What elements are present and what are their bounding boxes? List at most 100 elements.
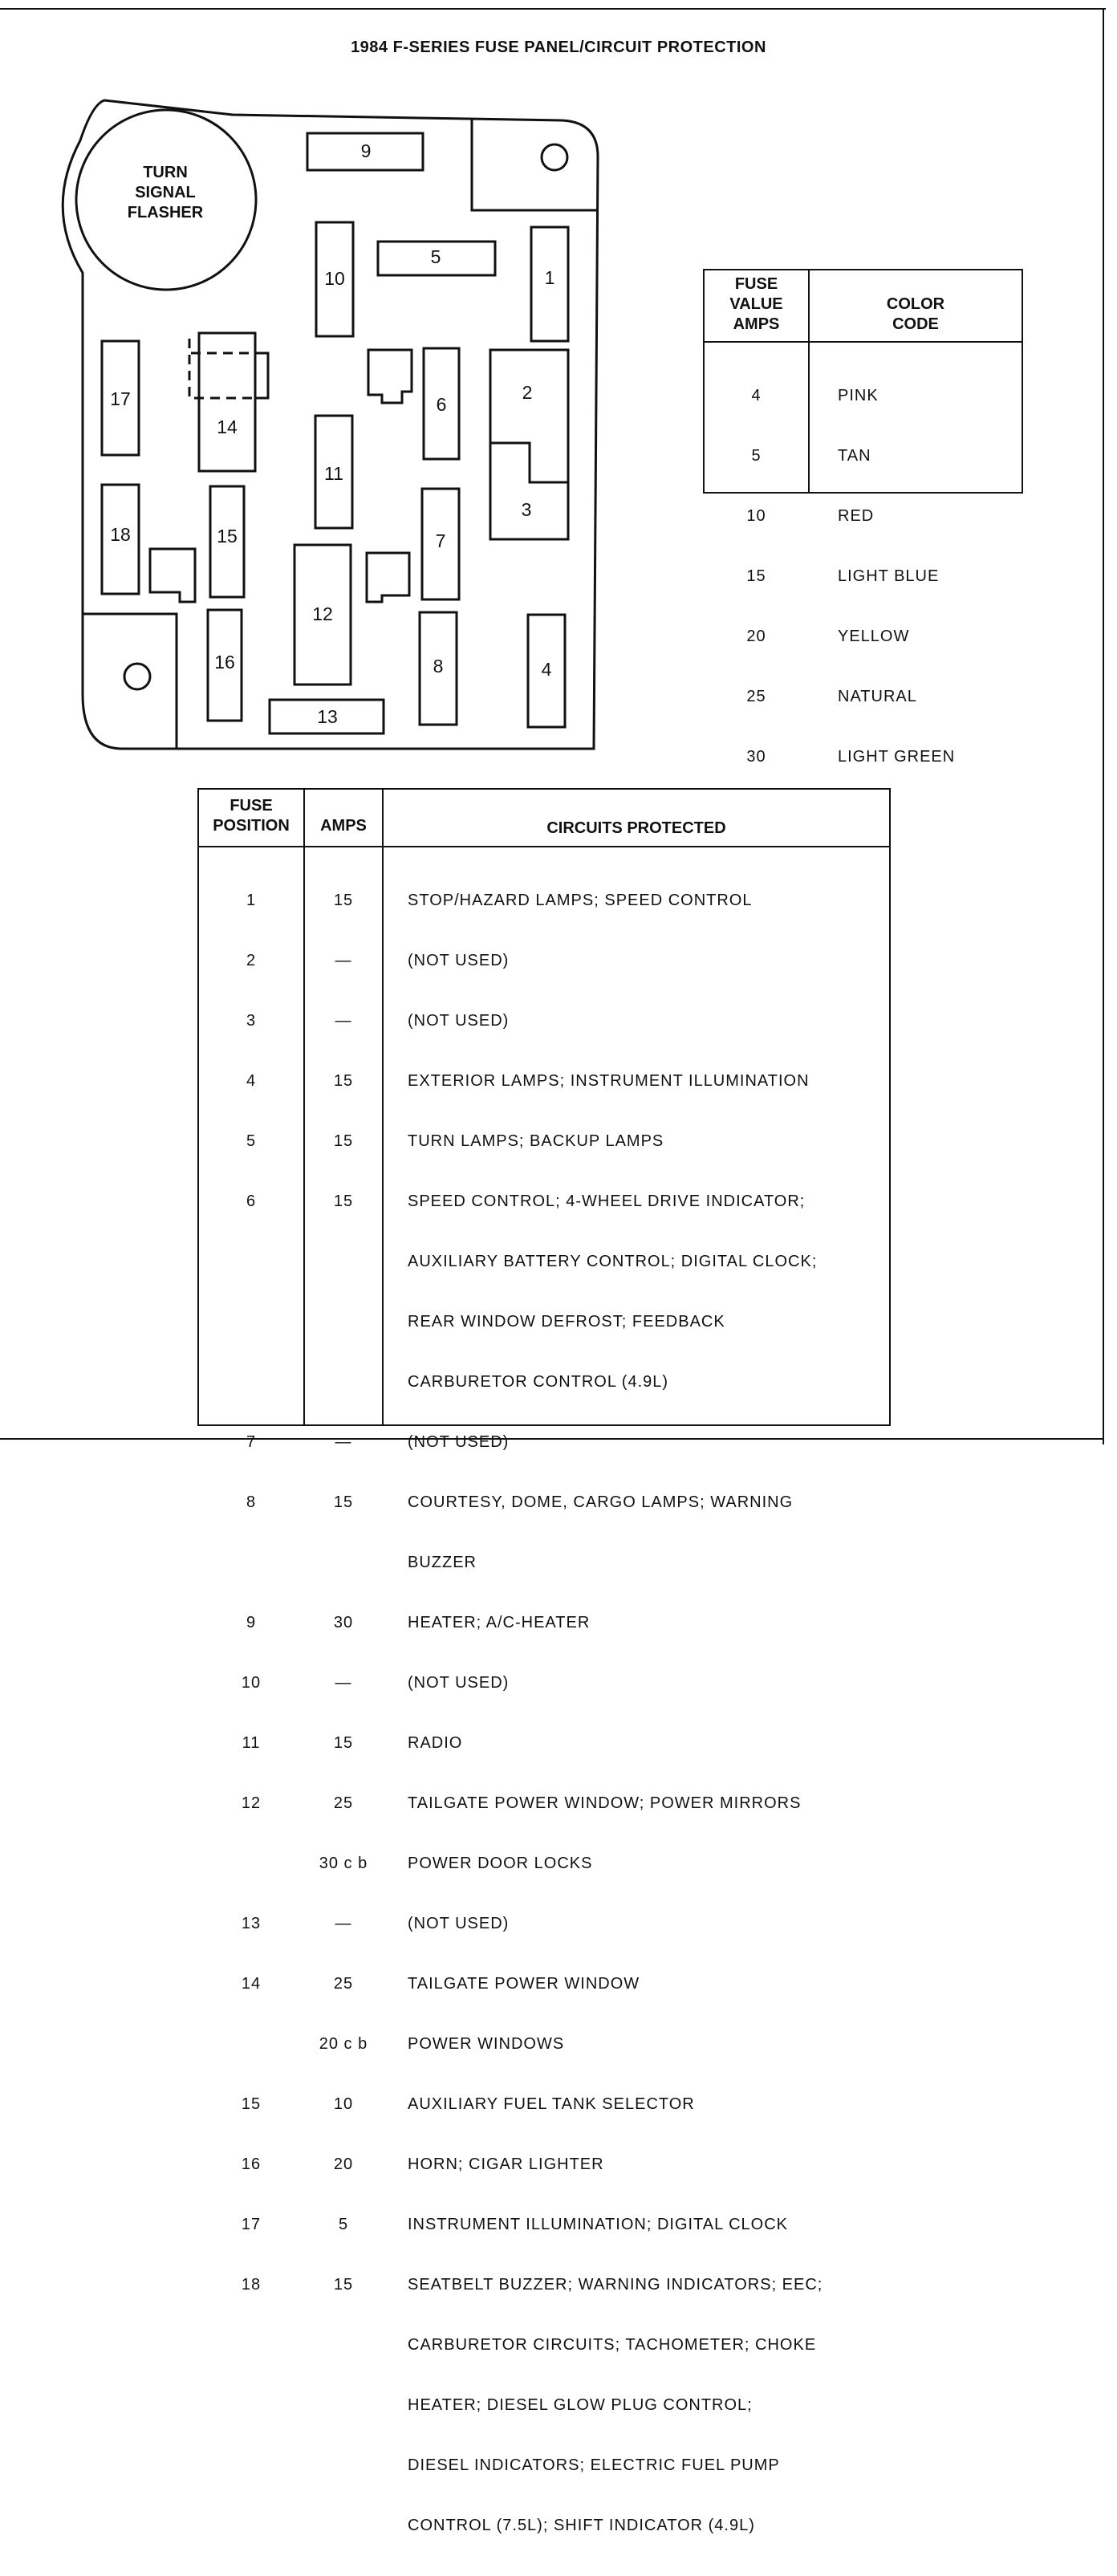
table-row: 30 (746, 748, 766, 766)
table-row: 10 (333, 2095, 354, 2113)
table-row: (NOT USED) (408, 952, 510, 969)
table-row: 15 (746, 567, 766, 585)
table-row: 15 (241, 2095, 262, 2113)
top-border-rule (0, 8, 1106, 10)
table-row: 30 c b (319, 1855, 368, 1872)
table-row: ​ (305, 2395, 382, 2416)
table-row: 20 (333, 2155, 354, 2173)
right-border-rule (1103, 8, 1104, 1444)
table-row: ​ (199, 2335, 303, 2355)
table-row: SPEED CONTROL; 4-WHEEL DRIVE INDICATOR; (408, 1193, 806, 1210)
table-row: EXTERIOR LAMPS; INSTRUMENT ILLUMINATION (408, 1072, 810, 1090)
table-row: INSTRUMENT ILLUMINATION; DIGITAL CLOCK (408, 2216, 788, 2233)
table-row: BUZZER (408, 1554, 477, 1571)
table-row: PINK (838, 387, 879, 404)
fuse-8-outline (418, 611, 458, 726)
table-row: LIGHT GREEN (838, 748, 956, 766)
table-row: AUXILIARY FUEL TANK SELECTOR (408, 2095, 695, 2113)
color-table-header-divider (705, 341, 1022, 343)
table-row: 15 (333, 1193, 354, 1210)
table-row: ​ (305, 1252, 382, 1272)
fuse-18-outline (100, 483, 140, 595)
table-row: 15 (333, 1493, 354, 1511)
table-row: ​ (305, 1553, 382, 1573)
fuse-color-code-table: FUSE VALUE AMPS COLOR CODE 4 5 10 15 20 … (703, 269, 1023, 766)
table-row: 15 (333, 2276, 354, 2294)
table-row: 12 (241, 1794, 262, 1812)
table-row: COURTESY, DOME, CARGO LAMPS; WARNING (408, 1493, 794, 1511)
table-row: ​ (199, 2516, 303, 2536)
table-row: 8 (246, 1493, 257, 1511)
table-row: HORN; CIGAR LIGHTER (408, 2155, 604, 2173)
table-row: 25 (333, 1794, 354, 1812)
fuse-14-outline (197, 331, 257, 473)
table-row: (NOT USED) (408, 1674, 510, 1692)
table-row: RADIO (408, 1734, 463, 1752)
fuse-label-18: 18 (110, 524, 131, 545)
circuit-table-header-divider (199, 846, 889, 847)
circuits-protected-column: STOP/HAZARD LAMPS; SPEED CONTROL (NOT US… (408, 851, 886, 2576)
fuse-label-16: 16 (214, 652, 235, 672)
table-row: TURN LAMPS; BACKUP LAMPS (408, 1132, 664, 1150)
relay-socket-right (365, 551, 411, 603)
table-row: 10 (746, 507, 766, 525)
circuits-protected-header: CIRCUITS PROTECTED (546, 819, 726, 837)
fuse-panel-diagram: TURN SIGNAL FLASHER 1 2 3 4 5 6 7 8 9 10… (61, 99, 599, 750)
table-row: 5 (246, 1132, 257, 1150)
table-row: ​ (199, 1372, 303, 1392)
fuse-label-9: 9 (361, 140, 372, 161)
fuse-label-2: 2 (522, 382, 533, 403)
table-row: POWER WINDOWS (408, 2035, 565, 2053)
relay-socket-left (148, 547, 197, 603)
table-row: (NOT USED) (408, 1012, 510, 1030)
table-row: LIGHT BLUE (838, 567, 940, 585)
table-row: 5 (751, 447, 762, 465)
fuse-label-8: 8 (433, 656, 444, 677)
fuse-5-outline (376, 240, 497, 277)
table-row: RED (838, 507, 875, 525)
fuse-label-15: 15 (217, 526, 238, 546)
fuse-label-3: 3 (522, 499, 532, 520)
table-row: TAN (838, 447, 871, 465)
table-row: ​ (305, 2516, 382, 2536)
table-row: SEATBELT BUZZER; WARNING INDICATORS; EEC… (408, 2276, 823, 2294)
table-row: CARBURETOR CIRCUITS; TACHOMETER; CHOKE (408, 2336, 817, 2354)
fuse-12-outline (293, 543, 352, 686)
fuse-13-outline (268, 698, 385, 735)
fuse-10-outline (315, 221, 355, 338)
table-row: 17 (241, 2216, 262, 2233)
color-table-amps-column: 4 5 10 15 20 25 30 (705, 346, 808, 807)
table-row: 14 (241, 1975, 262, 1993)
table-row: 3 (246, 1012, 257, 1030)
fuse-7-outline (420, 487, 461, 601)
table-row: 25 (333, 1975, 354, 1993)
table-row: HEATER; A/C-HEATER (408, 1614, 591, 1631)
circuits-protected-table: FUSE POSITION AMPS CIRCUITS PROTECTED 1 … (197, 788, 891, 2534)
table-row: ​ (199, 1312, 303, 1332)
table-row: 6 (246, 1193, 257, 1210)
fuse-11-outline (314, 414, 354, 530)
table-row: ​ (305, 2335, 382, 2355)
table-row: — (335, 1012, 352, 1030)
fuse-label-1: 1 (545, 267, 555, 288)
fuse-label-7: 7 (436, 530, 446, 551)
table-row: — (335, 952, 352, 969)
table-row: (NOT USED) (408, 1915, 510, 1932)
table-row: — (335, 1674, 352, 1692)
fuse-9-outline (306, 132, 424, 172)
table-row: 15 (333, 1734, 354, 1752)
table-row: 18 (241, 2276, 262, 2294)
table-row: 15 (333, 1132, 354, 1150)
relay-socket-upper (367, 348, 413, 404)
fuse-15-outline (209, 485, 246, 599)
table-row: 10 (241, 1674, 262, 1692)
table-row: POWER DOOR LOCKS (408, 1855, 593, 1872)
table-row: ​ (199, 2034, 303, 2054)
table-row: 1 (246, 892, 257, 909)
table-row: 20 (746, 628, 766, 645)
table-row: 4 (751, 387, 762, 404)
fuse-label-4: 4 (542, 659, 552, 680)
fuse-label-6: 6 (437, 394, 447, 415)
panel-bottom-left-corner (83, 612, 178, 749)
amps-column: 15 — — 15 15 15 ​ ​ ​ — 15 ​ 30 — 15 25 … (305, 851, 382, 2576)
